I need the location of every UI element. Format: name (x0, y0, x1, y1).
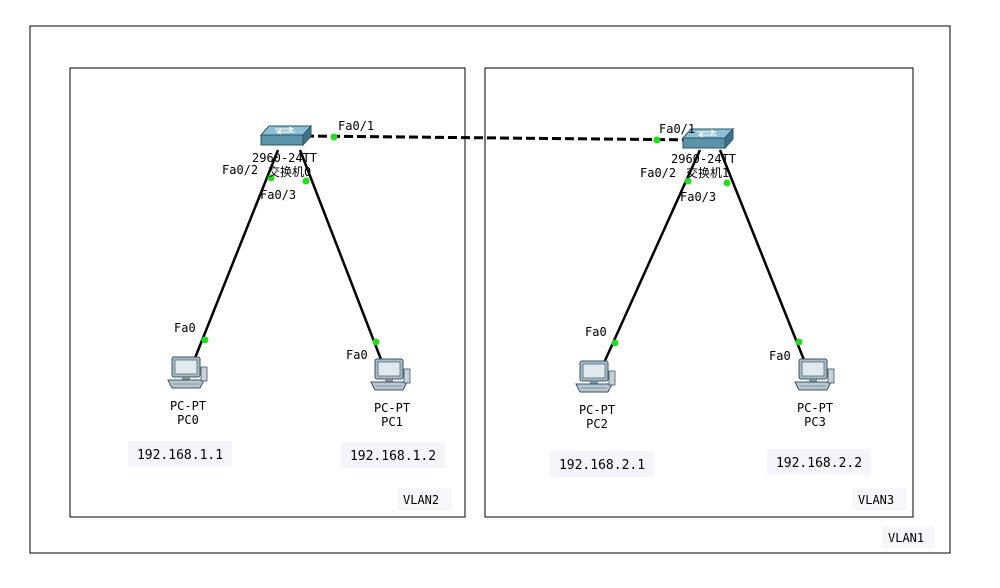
vlan3-label: VLAN3 (858, 493, 894, 507)
ip-pc1: 192.168.1.2 (350, 449, 436, 464)
link-sw0-pc0[interactable] (193, 149, 280, 359)
vlan2-label-box (398, 488, 452, 510)
port-dot-sw1-trunk (653, 136, 661, 144)
port-label-sw1-pc3: Fa0/3 (680, 190, 716, 204)
vlan2-frame (69, 67, 466, 518)
port-dot-sw0-fa02 (267, 174, 275, 182)
port-dot-pc2 (611, 339, 619, 347)
switch0-model: 2960-24TT (252, 151, 317, 165)
vlan3-frame (484, 67, 914, 518)
port-label-pc3: Fa0 (769, 349, 791, 363)
pc-icon[interactable] (575, 360, 616, 393)
vlan1-frame (29, 25, 951, 554)
port-dot-pc1 (372, 338, 380, 346)
pc1-name: PC1 (381, 415, 403, 429)
port-label-sw0-pc0: Fa0/2 (222, 163, 258, 177)
ip-pc3: 192.168.2.2 (776, 456, 862, 471)
port-label-pc2: Fa0 (585, 325, 607, 339)
vlan1-label: VLAN1 (888, 531, 924, 545)
switch1-name: 交换机1 (686, 165, 729, 180)
port-label-sw1-trunk: Fa0/1 (659, 122, 695, 136)
vlan3-label-box (852, 488, 906, 510)
pc1-type: PC-PT (374, 401, 410, 415)
pc2-name: PC2 (586, 417, 608, 431)
pc2-type: PC-PT (579, 403, 615, 417)
pc-icon[interactable] (794, 358, 835, 391)
port-label-pc0: Fa0 (174, 321, 196, 335)
link-sw0-pc1[interactable] (298, 149, 384, 363)
pc0-type: PC-PT (170, 399, 206, 413)
port-dot-sw0-trunk (330, 133, 338, 141)
port-dot-pc3 (795, 338, 803, 346)
pc-icon[interactable] (370, 358, 411, 391)
ip-box-pc1 (341, 442, 445, 468)
link-sw1-pc2[interactable] (601, 149, 702, 366)
vlan1-label-box (882, 526, 934, 548)
port-dot-sw0-fa03 (302, 177, 310, 185)
port-status-indicators (201, 133, 803, 347)
ip-box-pc2 (550, 451, 654, 477)
ip-pc2: 192.168.2.1 (559, 458, 645, 473)
pc3-type: PC-PT (797, 401, 833, 415)
switch0-name: 交换机0 (268, 164, 311, 179)
vlan2-label: VLAN2 (403, 493, 439, 507)
pc0-name: PC0 (177, 413, 199, 427)
pc-icon[interactable] (167, 356, 208, 389)
link-sw1-pc3[interactable] (718, 149, 808, 366)
trunk-link[interactable] (304, 134, 701, 142)
port-label-pc1: Fa0 (346, 348, 368, 362)
port-dot-sw1-fa03 (723, 179, 731, 187)
port-dot-sw1-fa02 (684, 177, 692, 185)
switch-icon[interactable] (260, 125, 312, 146)
pc3-name: PC3 (804, 415, 826, 429)
ip-pc0: 192.168.1.1 (137, 448, 223, 463)
port-label-sw0-pc1: Fa0/3 (260, 188, 296, 202)
ip-box-pc0 (128, 441, 232, 467)
switch1-model: 2960-24TT (671, 152, 736, 166)
port-label-sw0-trunk: Fa0/1 (338, 119, 374, 133)
port-label-sw1-pc2: Fa0/2 (640, 166, 676, 180)
port-dot-pc0 (201, 336, 209, 344)
ip-box-pc3 (767, 449, 871, 475)
